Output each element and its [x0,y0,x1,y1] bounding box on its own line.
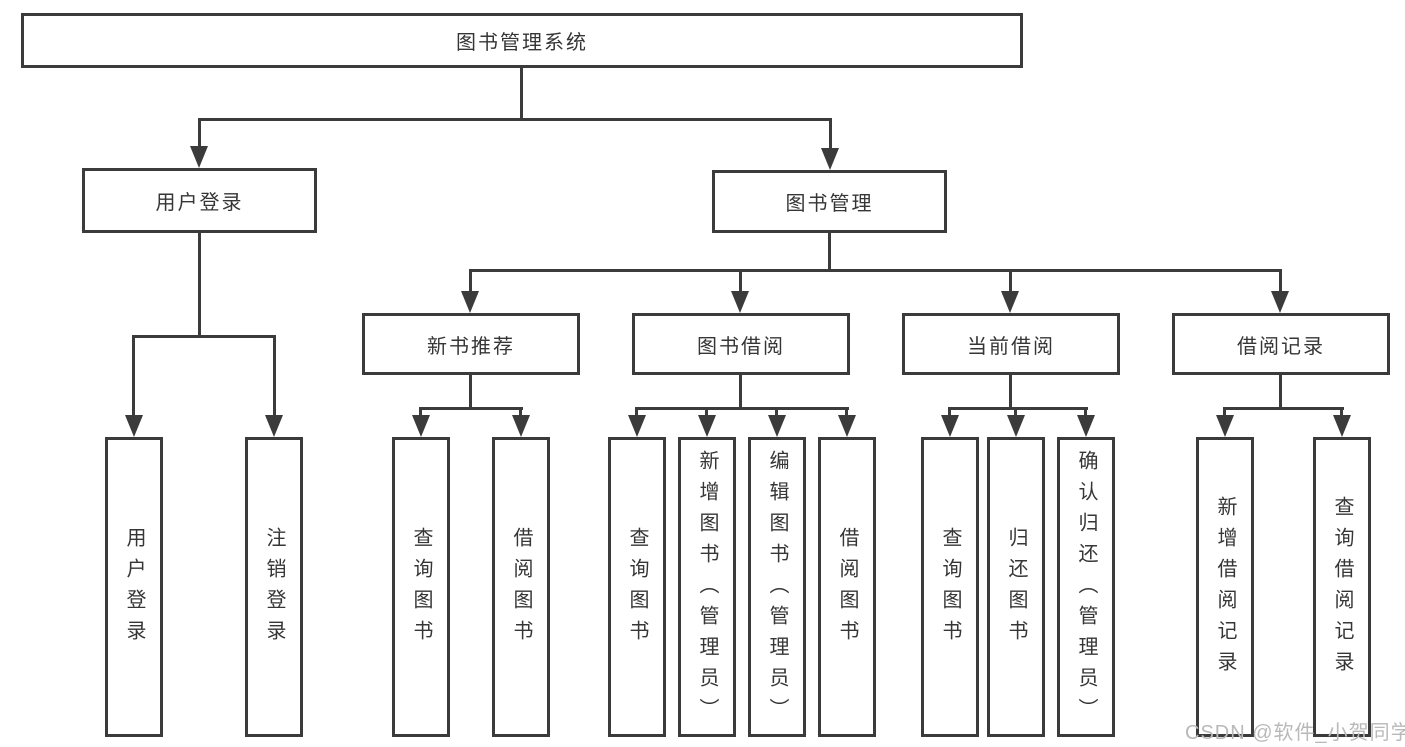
connector-leaf-stem [1340,407,1343,418]
node-book-borrowing: 图书借阅 [632,313,850,375]
arrow-down-icon [461,291,479,313]
arrow-down-icon [731,291,749,313]
connector-recommend-hline [419,407,523,410]
leaf-query-borrow-record: 查询借阅记录 [1313,437,1371,737]
leaf-query-books-recommend: 查询图书 [392,437,450,737]
connector-level2-stem [469,269,472,293]
connector-level2-stem [739,269,742,293]
connector-leaf-stem [1223,407,1226,418]
connector-management-stem [828,231,831,272]
arrow-down-icon [190,146,208,168]
node-user-login: 用户登录 [82,168,317,233]
connector-leaf-stem [1014,407,1017,418]
connector-recommend-stem [469,373,472,410]
watermark: CSDN @软件_小贺同学 [1185,722,1405,744]
connector-leaf-stem [845,407,848,418]
node-borrowing-records: 借阅记录 [1172,313,1390,375]
leaf-return-books: 归还图书 [987,437,1045,737]
connector-records-hline [1223,407,1344,410]
arrow-down-icon [821,148,839,170]
connector-leaf-stem [519,407,522,418]
connector-borrow-hline [635,407,849,410]
node-new-book-recommendation: 新书推荐 [362,313,580,375]
leaf-query-books-current: 查询图书 [921,437,979,737]
leaf-query-books-borrow: 查询图书 [608,437,666,737]
arrow-down-icon [698,415,716,437]
connector-current-stem [1009,373,1012,410]
connector-leaf-stem [132,335,135,418]
connector-login-group-stem [198,231,201,337]
leaf-borrow-books-recommend: 借阅图书 [492,437,550,737]
arrow-down-icon [1001,291,1019,313]
connector-user-login-stem [198,118,201,150]
leaf-logout: 注销登录 [245,437,303,737]
arrow-down-icon [941,415,959,437]
connector-level2-stem [1009,269,1012,293]
connector-borrow-stem [739,373,742,410]
connector-leaf-stem [948,407,951,418]
node-book-management: 图书管理 [712,170,947,233]
leaf-user-login: 用户登录 [105,437,163,737]
arrow-down-icon [125,415,143,437]
arrow-down-icon [1216,415,1234,437]
connector-leaf-stem [273,335,276,418]
arrow-down-icon [1007,415,1025,437]
arrow-down-icon [768,415,786,437]
node-root: 图书管理系统 [21,13,1023,68]
connector-leaf-stem [635,407,638,418]
connector-login-group-hline [132,335,276,338]
connector-leaf-stem [1084,407,1087,418]
leaf-add-book-admin: 新增图书（管理员） [678,437,736,737]
connector-leaf-stem [775,407,778,418]
connector-level2-hline [469,269,1282,272]
leaf-edit-book-admin: 编辑图书（管理员） [748,437,806,737]
arrow-down-icon [265,415,283,437]
arrow-down-icon [1077,415,1095,437]
connector-leaf-stem [419,407,422,418]
arrow-down-icon [628,415,646,437]
connector-level2-stem [1279,269,1282,293]
connector-leaf-stem [705,407,708,418]
connector-book-management-stem [829,118,832,152]
connector-level1-hline [198,118,832,121]
leaf-borrow-books-borrow: 借阅图书 [818,437,876,737]
connector-records-stem [1279,373,1282,410]
leaf-confirm-return-admin: 确认归还（管理员） [1057,437,1115,737]
arrow-down-icon [412,415,430,437]
arrow-down-icon [512,415,530,437]
connector-root-stem [520,65,523,120]
arrow-down-icon [838,415,856,437]
connector-current-hline [948,407,1088,410]
arrow-down-icon [1271,291,1289,313]
arrow-down-icon [1333,415,1351,437]
leaf-add-borrow-record: 新增借阅记录 [1196,437,1254,737]
node-current-borrowing: 当前借阅 [902,313,1120,375]
